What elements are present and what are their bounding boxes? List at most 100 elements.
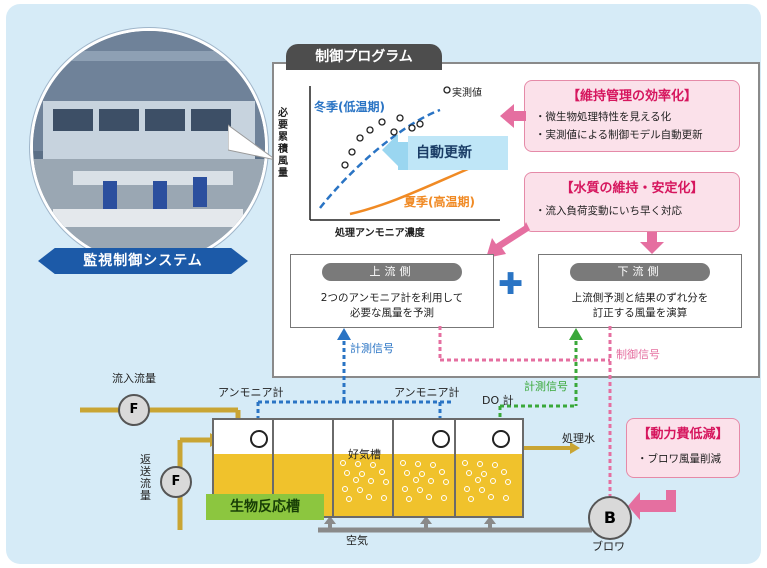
control-graph [309,86,500,221]
downstream-label: 下流側 [570,263,710,281]
quality-item: ・流入負荷変動にいち早く対応 [535,205,682,217]
air-bubble [357,487,363,493]
graph-ylabel: 必要累積風量 [278,108,288,179]
blower-icon: B [588,496,632,540]
measured-point [390,128,398,136]
do-meter-icon [492,430,510,448]
summer-label: 夏季(高温期) [404,195,475,209]
air-bubble [443,479,449,485]
upstream-text: 2つのアンモニア計を利用して 必要な風量を予測 [291,291,493,321]
air-label: 空気 [346,534,368,547]
air-bubble [415,461,421,467]
air-bubble [466,470,472,476]
ammonia-meter-2-label: アンモニア計 [394,386,460,399]
ammonia-meter-2-icon [432,430,450,448]
pink-arrow-down-left [486,222,530,258]
air-bubble [402,486,408,492]
measured-point [416,120,424,128]
air-bubble [430,462,436,468]
air-bubble [468,496,474,502]
air-bubble [404,470,410,476]
upstream-label: 上流側 [322,263,462,281]
quality-box: 【水質の維持・安定化】 ・流入負荷変動にいち早く対応 [524,172,740,232]
power-box: 【動力費低減】 ・ブロワ風量削減 [626,418,740,478]
legend-marker [443,86,451,94]
ammonia-meter-1-label: アンモニア計 [218,386,284,399]
air-bubble [383,479,389,485]
measured-point [366,126,374,134]
upstream-text-line: 必要な風量を予測 [350,307,434,319]
downstream-text-line: 訂正する風量を演算 [592,307,688,319]
program-title: 制御プログラム [286,44,442,70]
air-bubble [479,487,485,493]
maintenance-box: 【維持管理の効率化】 ・微生物処理特性を見える化 ・実測値による制御モデル自動更… [524,80,740,152]
air-bubble [426,494,432,500]
measured-point [341,161,349,169]
air-bubble [346,496,352,502]
air-bubble [381,495,387,501]
air-bubble [400,460,406,466]
air-bubble [342,486,348,492]
air-bubble [417,487,423,493]
auto-update-arrow [382,134,508,170]
quality-title: 【水質の維持・安定化】 [560,181,704,196]
measurement-signal-label: 計測信号 [524,380,568,393]
air-bubble [355,461,361,467]
air-bubble [353,477,359,483]
air-bubble [439,469,445,475]
tank-5 [454,418,524,518]
measured-point [396,114,404,122]
winter-label: 冬季(低温期) [314,100,385,114]
downstream-box: 下流側 上流側予測と結果のずれ分を 訂正する風量を演算 [538,254,742,328]
air-bubble [370,462,376,468]
measured-point [408,124,416,132]
upstream-box: 上流側 2つのアンモニア計を利用して 必要な風量を予測 [290,254,494,328]
measured-point [348,148,356,156]
downstream-text-line: 上流側予測と結果のずれ分を [571,292,709,304]
maintenance-title: 【維持管理の効率化】 [566,89,697,104]
air-bubble [344,470,350,476]
ammonia-meter-1-icon [250,430,268,448]
pink-arrow-left [500,104,526,128]
air-bubble [475,477,481,483]
inflow-label: 流入流量 [112,372,156,385]
return-flow-label: 返送流量 [140,453,151,502]
blower-label: ブロワ [592,540,625,553]
tank-3 [332,418,394,518]
maintenance-item: ・微生物処理特性を見える化 [535,111,672,123]
auto-update-label: 自動更新 [416,145,472,161]
summer-curve [349,164,476,216]
do-meter-label: DO 計 [482,394,514,407]
air-bubble [501,469,507,475]
measured-point [356,134,364,142]
inflow-meter-icon: F [118,394,150,426]
air-bubble [379,469,385,475]
callout-pointer [228,124,277,161]
legend-measured: 実測値 [452,88,482,99]
bio-tank-label: 生物反応槽 [206,494,324,520]
air-bubble [477,461,483,467]
upstream-text-line: 2つのアンモニア計を利用して [320,292,464,304]
air-bubble [488,494,494,500]
air-bubble [481,471,487,477]
downstream-text: 上流側予測と結果のずれ分を 訂正する風量を演算 [539,291,741,321]
graph-xlabel: 処理アンモニア濃度 [335,228,425,239]
power-title: 【動力費低減】 [637,427,729,442]
tank-4 [392,418,456,518]
control-signal-label: 制御信号 [616,348,660,361]
air-bubble [406,496,412,502]
air-bubble [413,477,419,483]
air-bubble [359,471,365,477]
system-banner: 監視制御システム [38,248,248,274]
air-bubble [368,478,374,484]
winter-curve [319,108,441,209]
measured-point [378,118,386,126]
air-bubble [490,478,496,484]
air-bubble [366,494,372,500]
plus-icon: ✚ [498,267,524,302]
air-bubble [340,460,346,466]
air-bubble [464,486,470,492]
air-bubble [419,471,425,477]
aerobic-tank-label: 好気槽 [348,448,381,461]
